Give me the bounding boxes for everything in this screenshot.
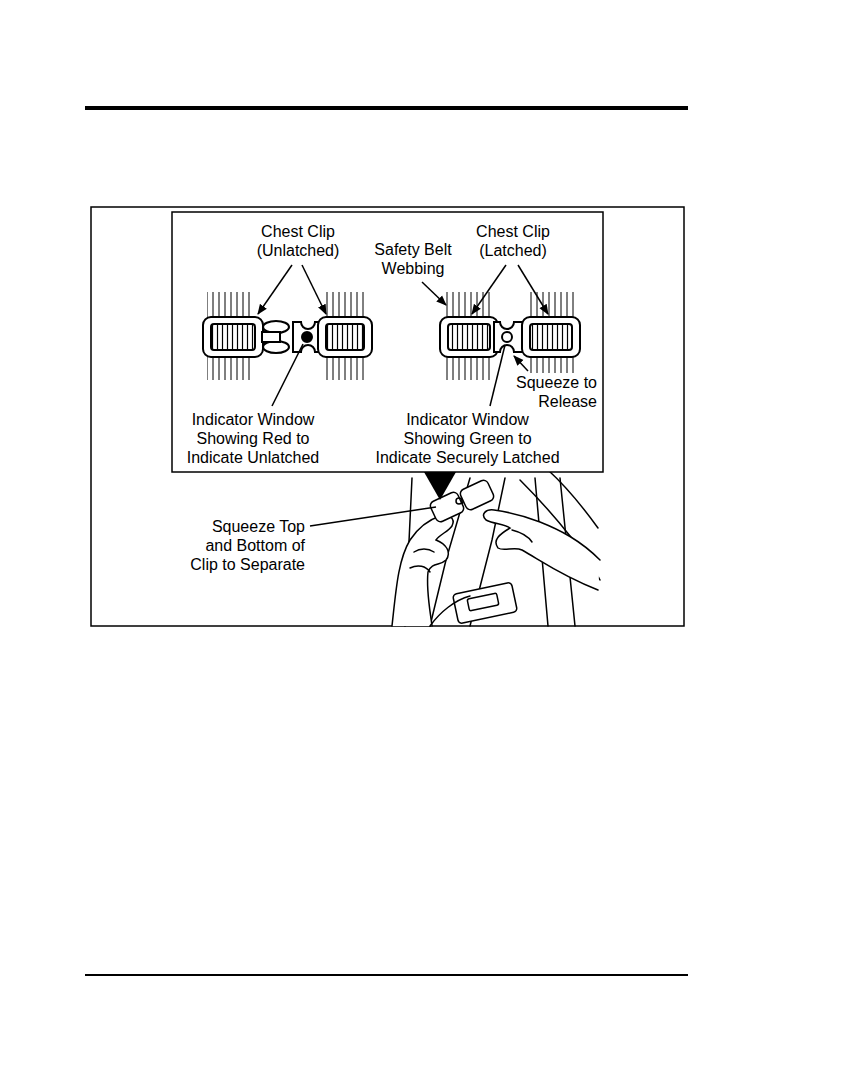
chest-clip-unlatched xyxy=(203,292,372,380)
bottom-rule xyxy=(85,974,688,976)
chest-clip-latched xyxy=(440,292,580,380)
hands-illustration xyxy=(392,470,600,626)
callout-label: Indicator Window Showing Red to Indicate… xyxy=(179,410,327,467)
callout-label: Safety Belt Webbing xyxy=(363,240,463,278)
callout-label: Squeeze Top and Bottom of Clip to Separa… xyxy=(183,517,306,574)
callout-label: Chest Clip (Unlatched) xyxy=(246,222,350,260)
callout-label: Chest Clip (Latched) xyxy=(461,222,565,260)
callout-label: Indicator Window Showing Green to Indica… xyxy=(373,410,562,467)
inset-pointer xyxy=(424,472,456,500)
figure-frame xyxy=(91,207,684,626)
callout-label: Squeeze to Release xyxy=(500,373,598,411)
top-rule xyxy=(85,106,688,110)
inset-frame xyxy=(172,212,603,472)
